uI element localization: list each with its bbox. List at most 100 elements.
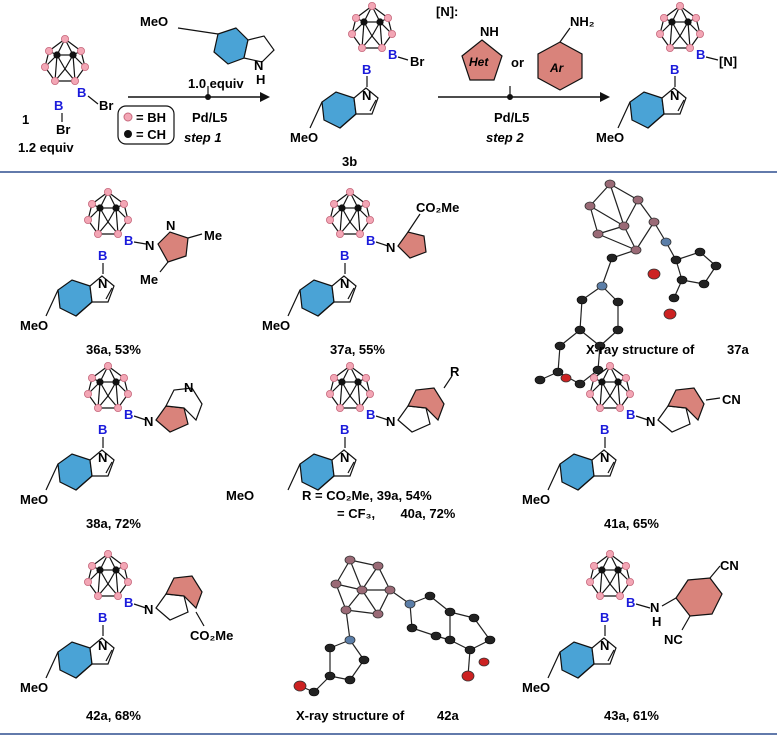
indole-n-2: N — [386, 414, 395, 429]
boron-atom: B — [98, 248, 107, 263]
boron-atom: B — [366, 233, 375, 248]
compound-36a: B B N N Me Me N MeO 36a, 53% — [20, 187, 222, 357]
methoxy-label: MeO — [20, 492, 48, 507]
reaction-scheme-top: B B Br Br 1 1.2 equiv MeO N H 1.0 equiv … — [18, 1, 737, 169]
legend-ch: = CH — [136, 127, 166, 142]
methoxy-label: MeO — [522, 680, 550, 695]
xray-caption-compound: 42a — [437, 708, 459, 723]
methoxy-label: MeO — [20, 318, 48, 333]
boron-atom: B — [670, 62, 679, 77]
catalyst-1: Pd/L5 — [192, 110, 227, 125]
indole-n: N — [254, 58, 263, 73]
caption-38a: 38a, 72% — [86, 516, 141, 531]
compound-38a: B B N N N MeO 38a, 72% — [20, 361, 203, 531]
indole-n: N — [98, 276, 107, 291]
boron-atom: B — [340, 248, 349, 263]
boron-atom: B — [98, 610, 107, 625]
legend-bh: = BH — [136, 110, 166, 125]
xray-caption-compound: 37a — [727, 342, 749, 357]
or-label: or — [511, 55, 524, 70]
methyl-label: Me — [140, 272, 158, 287]
pyrrole-n: N — [386, 240, 395, 255]
methyl-label: Me — [204, 228, 222, 243]
n-substituent: [N] — [719, 54, 737, 69]
caption-39a: R = CO₂Me, 39a, 54% — [302, 488, 432, 503]
boron-atom: B — [362, 62, 371, 77]
xray-structure-42a: X-ray structure of 42a — [293, 555, 496, 723]
boron-atom: B — [98, 422, 107, 437]
ar-label: Ar — [549, 61, 565, 75]
azaindole-n: N — [144, 414, 153, 429]
nh2-label: NH₂ — [570, 14, 595, 29]
indole-n: N — [98, 450, 107, 465]
ester-label: CO₂Me — [190, 628, 233, 643]
legend-box — [117, 105, 175, 145]
nh-label: NH — [480, 24, 499, 39]
equiv-1: 1.2 equiv — [18, 140, 74, 155]
boron-atom: B — [696, 47, 705, 62]
xray-caption-prefix: X-ray structure of — [586, 342, 695, 357]
caption-42a: 42a, 68% — [86, 708, 141, 723]
pyrazole-n: N — [145, 238, 154, 253]
boron-atom: B — [77, 85, 86, 100]
compound-1-label: 1 — [22, 112, 29, 127]
boron-atom: B — [388, 47, 397, 62]
boron-atom: B — [626, 407, 635, 422]
cyano-label: CN — [720, 558, 739, 573]
methoxy-label: MeO — [226, 488, 254, 503]
indole-n: N — [340, 276, 349, 291]
boron-atom: B — [124, 233, 133, 248]
ester-label: CO₂Me — [416, 200, 459, 215]
pyrazole-n2: N — [166, 218, 175, 233]
methoxy-label: MeO — [596, 130, 624, 145]
bh-vertex-icon — [123, 112, 133, 122]
nitrile-label: NC — [664, 632, 683, 647]
caption-36a: 36a, 53% — [86, 342, 141, 357]
bromine-label: Br — [56, 122, 70, 137]
compound-37a: B B N CO₂Me N MeO 37a, 55% — [262, 187, 459, 357]
methoxy-label: MeO — [20, 680, 48, 695]
compound-43a: B B N H CN NC N MeO 43a, 61% — [522, 549, 739, 723]
caption-41a: 41a, 65% — [604, 516, 659, 531]
methoxy-label: MeO — [140, 14, 168, 29]
indole-n: N — [362, 88, 371, 103]
caption-43a: 43a, 61% — [604, 708, 659, 723]
compound-41a: B B N CN N MeO 41a, 65% — [522, 361, 741, 531]
boron-atom: B — [366, 407, 375, 422]
methoxy-label: MeO — [522, 492, 550, 507]
ch-vertex-icon — [124, 130, 132, 138]
pyridine-n: N — [184, 380, 193, 395]
amine-n: N — [650, 600, 659, 615]
indole-n: N — [98, 638, 107, 653]
indole-n: N — [340, 450, 349, 465]
bromine-label: Br — [99, 98, 113, 113]
methoxy-label: MeO — [290, 130, 318, 145]
indole-n: N — [670, 88, 679, 103]
indole-n: N — [600, 638, 609, 653]
het-ring — [461, 39, 503, 81]
r-group-label: R — [450, 364, 460, 379]
xray-caption-prefix: X-ray structure of — [296, 708, 405, 723]
cyano-label: CN — [722, 392, 741, 407]
bromine-label: Br — [410, 54, 424, 69]
compound-42a: B B N CO₂Me N MeO 42a, 68% — [20, 549, 233, 723]
boron-atom: B — [124, 407, 133, 422]
boron-atom: B — [600, 422, 609, 437]
boron-atom: B — [600, 610, 609, 625]
step-1: step 1 — [184, 130, 222, 145]
equiv-indole: 1.0 equiv — [188, 76, 244, 91]
indole-n-2: N — [646, 414, 655, 429]
boron-atom: B — [54, 98, 63, 113]
n-reagent-label: [N]: — [436, 4, 458, 19]
xray-structure-37a: X-ray structure of 37a — [534, 179, 749, 389]
methoxy-label: MeO — [262, 318, 290, 333]
caption-37a: 37a, 55% — [330, 342, 385, 357]
indole-n-2: N — [144, 602, 153, 617]
amine-h: H — [652, 614, 661, 629]
ar-ring — [537, 41, 583, 91]
caption-40a: = CF₃, 40a, 72% — [337, 506, 456, 521]
compound-39a-40a: B B N R N MeO R = CO₂Me, 39a, 54% = CF₃,… — [226, 361, 460, 521]
boron-atom: B — [626, 595, 635, 610]
compound-3b-label: 3b — [342, 154, 357, 169]
